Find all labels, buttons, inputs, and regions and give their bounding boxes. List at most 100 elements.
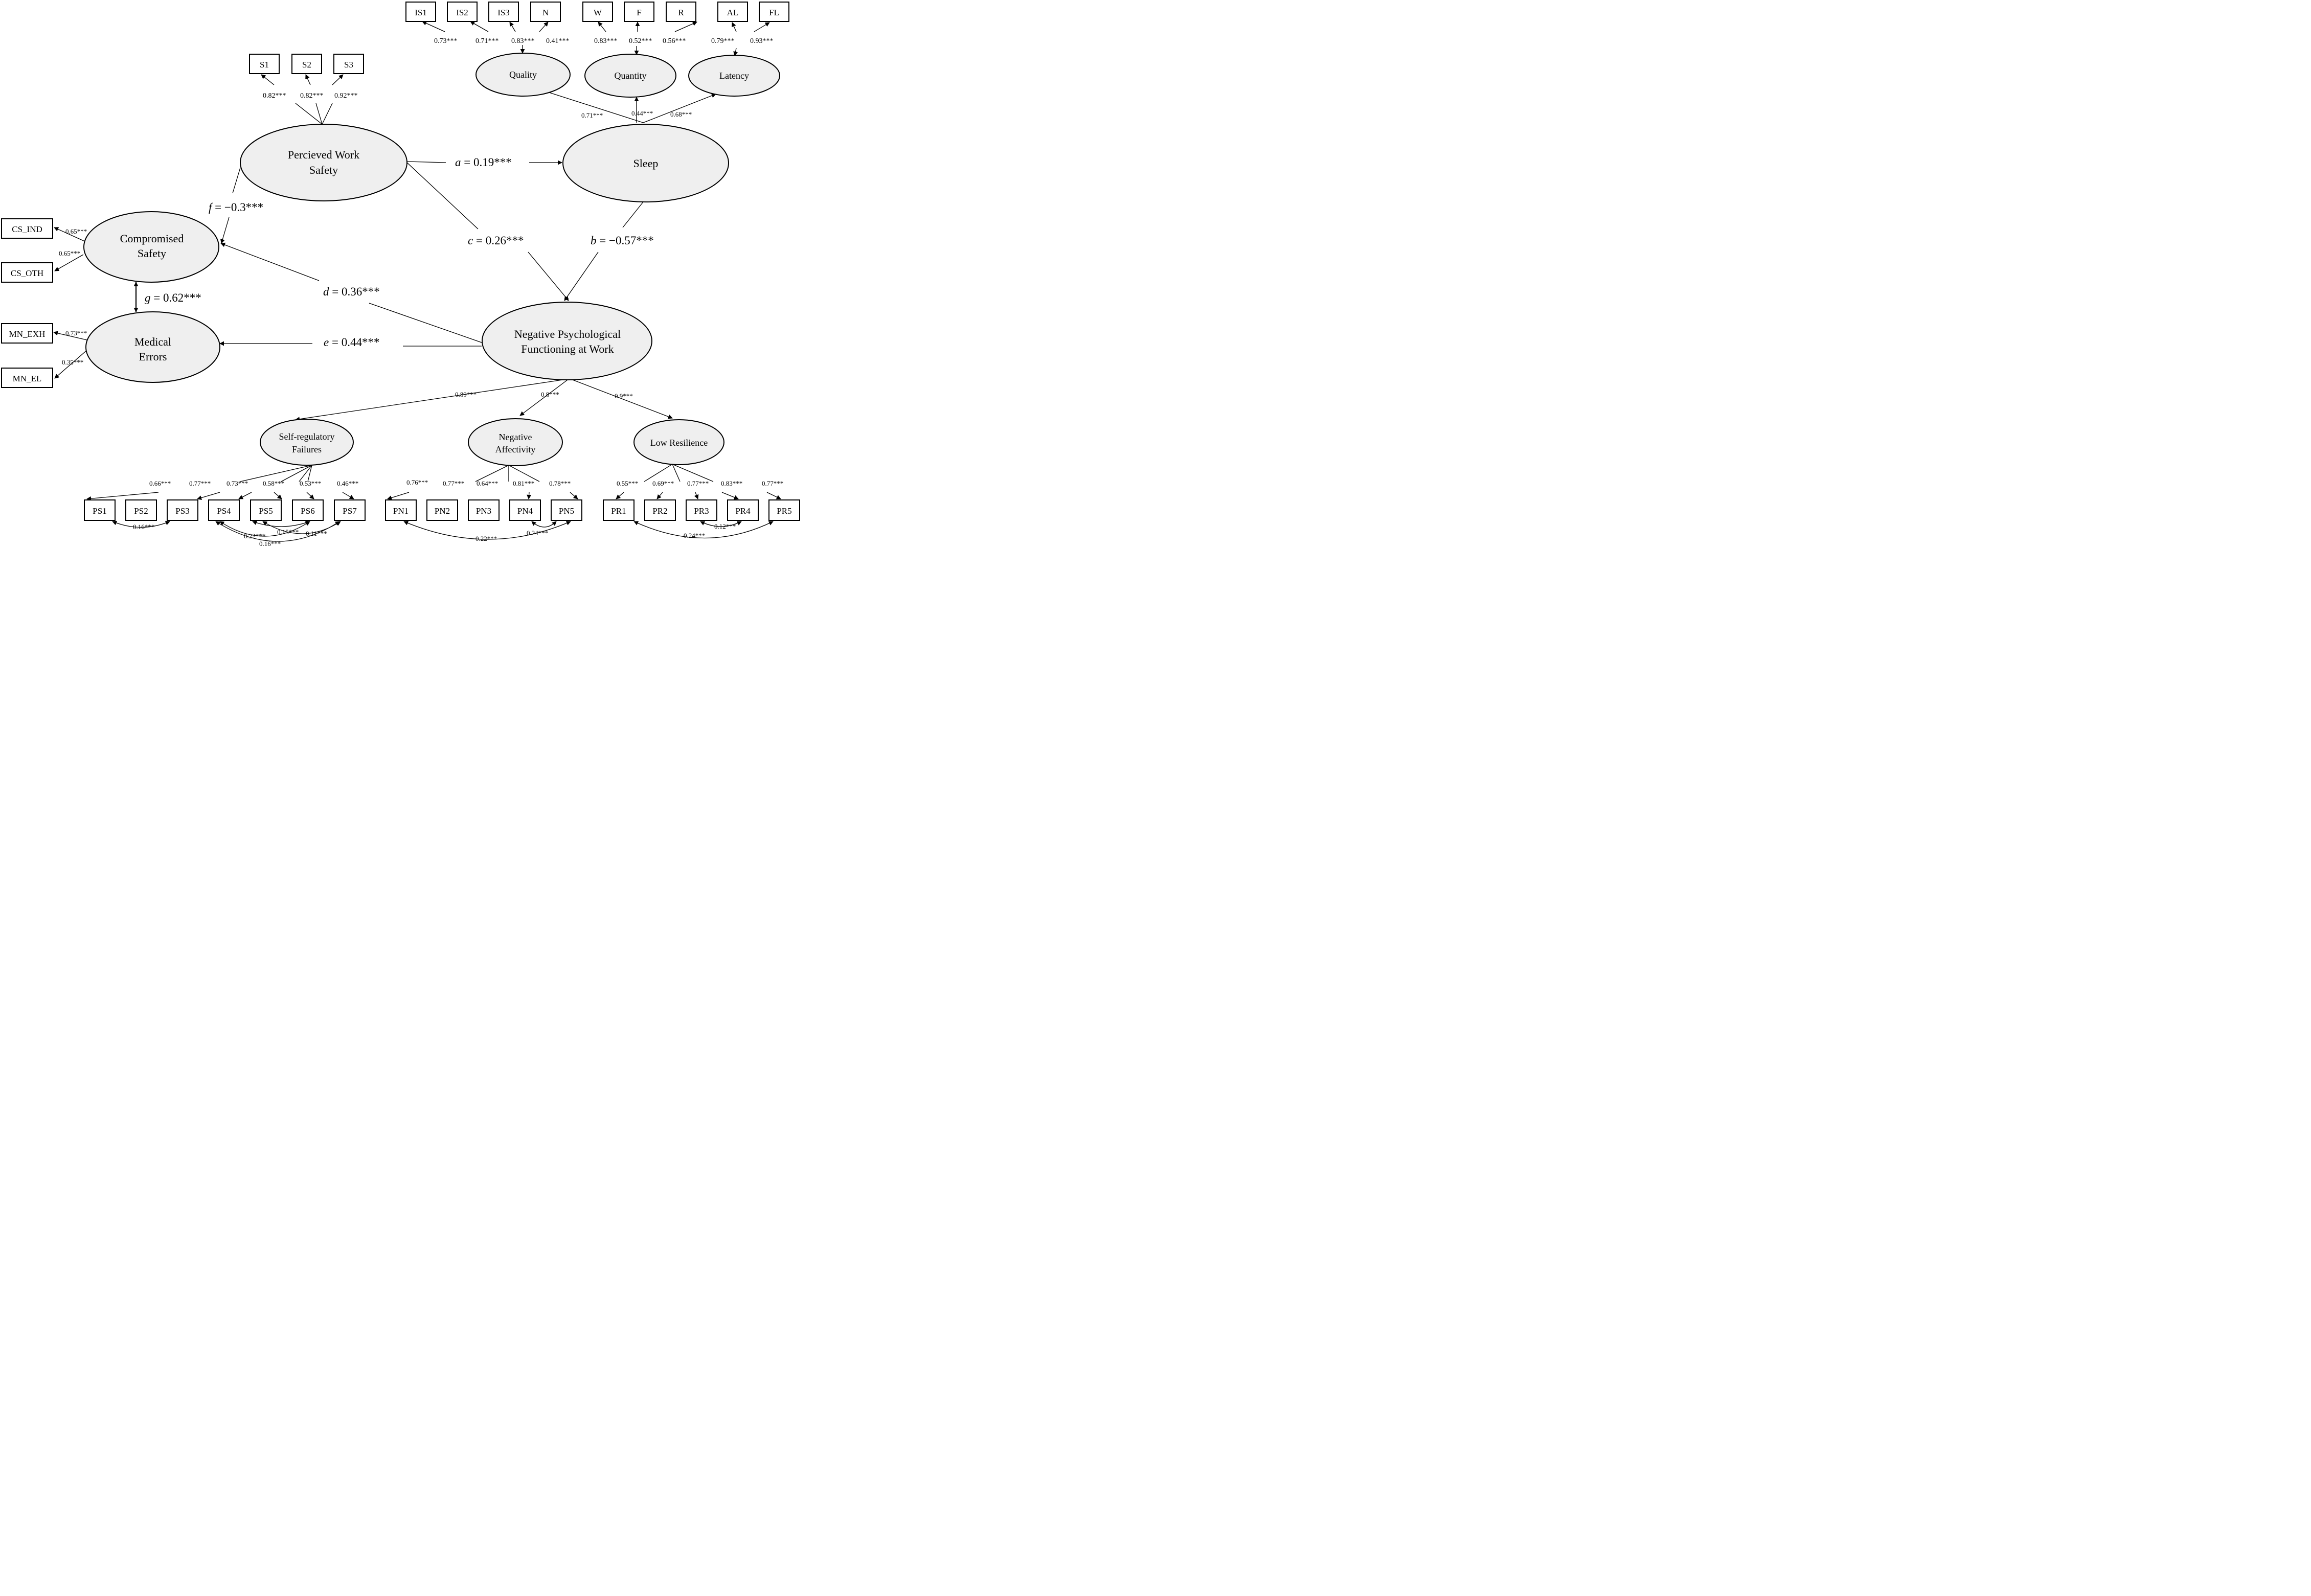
indicator-PS3: PS3 [167, 499, 198, 521]
loading-label: 0.69*** [652, 480, 674, 487]
latent-label: Errors [139, 350, 167, 363]
indicator-CS_OTH: CS_OTH [1, 262, 53, 283]
latent-variables: Quality Quantity Latency Percieved Work … [83, 53, 780, 466]
loading-label: 0.76*** [406, 478, 428, 486]
indicator-PR3: PR3 [686, 499, 717, 521]
path-labels: a = 0.19*** c = 0.26*** b = −0.57*** f =… [145, 156, 654, 349]
loading-label: 0.9*** [615, 392, 633, 400]
indicator-PR5: PR5 [768, 499, 800, 521]
loading-label: 0.46*** [337, 480, 358, 487]
indicator-PN3: PN3 [468, 499, 500, 521]
loading-label: 0.35*** [62, 358, 83, 366]
loading-label: 0.77*** [443, 480, 464, 487]
loading-label: 0.64*** [477, 480, 498, 487]
indicator-PN5: PN5 [551, 499, 582, 521]
indicator-PN2: PN2 [426, 499, 458, 521]
indicator-PR2: PR2 [644, 499, 676, 521]
loading-label: 0.77*** [687, 480, 709, 487]
loading-label: 0.83*** [594, 37, 618, 45]
connector-lines [53, 21, 781, 542]
covariance-label: 0.11*** [306, 530, 327, 537]
indicator-FL: FL [759, 2, 789, 22]
path-g-label: g = 0.62*** [145, 291, 201, 304]
loading-label: 0.73*** [226, 480, 248, 487]
indicator-label: PS6 [301, 506, 314, 516]
loading-label: 0.65*** [59, 249, 80, 257]
path-f-label: f = −0.3*** [209, 201, 263, 214]
latent-label: Quality [509, 70, 537, 80]
latent-self-regulatory-failures: Self-regulatory Failures [260, 419, 354, 466]
covariance-label: 0.16*** [133, 523, 154, 531]
indicator-label: FL [769, 8, 779, 17]
loading-label: 0.41*** [546, 37, 570, 45]
latent-label: Negative Psychological [514, 328, 621, 340]
latent-quantity: Quantity [584, 54, 676, 98]
loading-label: 0.89*** [455, 391, 477, 398]
indicator-label: F [637, 8, 641, 17]
indicator-AL: AL [717, 2, 748, 22]
latent-perceived-work-safety: Percieved Work Safety [240, 124, 407, 201]
latent-label: Negative [499, 432, 532, 442]
indicator-label: MN_EXH [9, 329, 46, 339]
indicator-PN4: PN4 [509, 499, 541, 521]
loading-label: 0.83*** [721, 480, 742, 487]
latent-label: Functioning at Work [521, 343, 614, 355]
latent-sleep: Sleep [562, 124, 729, 202]
latent-low-resilience: Low Resilience [633, 419, 724, 465]
indicator-PS4: PS4 [208, 499, 240, 521]
loading-label: 0.71*** [581, 111, 603, 119]
indicator-label: IS2 [456, 8, 468, 17]
latent-label: Quantity [615, 71, 647, 81]
indicator-label: PS1 [93, 506, 106, 516]
covariance-label: 0.24*** [684, 532, 705, 539]
loading-label: 0.8*** [541, 391, 559, 398]
loading-label: 0.78*** [549, 480, 571, 487]
indicator-label: S3 [344, 60, 353, 70]
indicator-PS2: PS2 [125, 499, 157, 521]
latent-label: Sleep [633, 157, 659, 170]
indicator-label: PR5 [777, 506, 791, 516]
loading-label: 0.65*** [65, 227, 87, 235]
path-e-label: e = 0.44*** [324, 336, 379, 349]
latent-label: Compromised [120, 232, 184, 245]
loading-labels: 0.73*** 0.71*** 0.83*** 0.41*** 0.83*** … [59, 37, 783, 487]
loading-label: 0.68*** [670, 110, 692, 118]
covariance-label: 0.16*** [259, 540, 281, 548]
indicator-IS3: IS3 [488, 2, 519, 22]
loading-label: 0.81*** [513, 480, 534, 487]
path-c-label: c = 0.26*** [468, 234, 524, 247]
loading-label: 0.77*** [189, 480, 211, 487]
path-b-label: b = −0.57*** [591, 234, 654, 247]
indicator-label: PS7 [343, 506, 357, 516]
indicator-PS6: PS6 [292, 499, 324, 521]
indicator-F: F [624, 2, 654, 22]
covariance-label: 0.22*** [244, 532, 265, 540]
indicator-PS1: PS1 [84, 499, 116, 521]
loading-label: 0.93*** [750, 37, 774, 45]
loading-label: 0.71*** [475, 37, 499, 45]
indicator-label: AL [727, 8, 739, 17]
latent-compromised-safety: Compromised Safety [83, 211, 219, 283]
loading-label: 0.53*** [300, 480, 321, 487]
latent-quality: Quality [475, 53, 571, 97]
covariance-label: 0.15*** [277, 528, 299, 536]
indicator-MN_EL: MN_EL [1, 368, 53, 388]
loading-label: 0.77*** [762, 480, 783, 487]
indicator-label: CS_OTH [11, 268, 43, 278]
covariance-label: 0.12*** [714, 522, 736, 530]
latent-label: Affectivity [495, 444, 536, 454]
loading-label: 0.92*** [334, 92, 358, 100]
indicator-N: N [530, 2, 561, 22]
loading-label: 0.55*** [617, 480, 638, 487]
indicator-label: IS3 [497, 8, 510, 17]
path-d-label: d = 0.36*** [323, 285, 380, 298]
indicator-R: R [666, 2, 696, 22]
covariance-labels: 0.16*** 0.22*** 0.15*** 0.11*** 0.16*** … [133, 522, 736, 548]
latent-label: Safety [138, 247, 166, 260]
latent-label: Low Resilience [650, 438, 708, 448]
indicator-PR1: PR1 [603, 499, 635, 521]
latent-label: Safety [309, 164, 338, 176]
latent-negative-affectivity: Negative Affectivity [468, 418, 563, 466]
loading-label: 0.82*** [263, 92, 286, 100]
indicator-label: R [678, 8, 684, 17]
